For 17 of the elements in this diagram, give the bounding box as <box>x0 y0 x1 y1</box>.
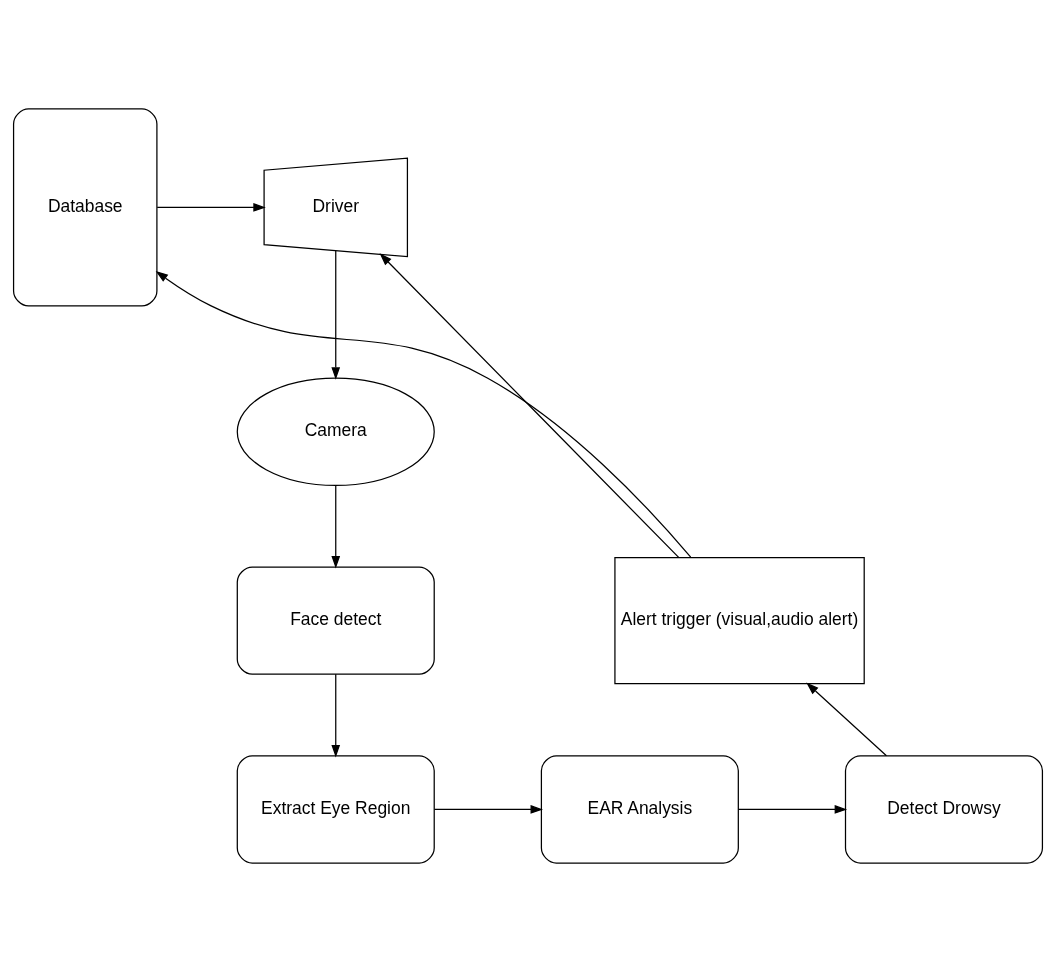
arrow <box>155 270 692 558</box>
node-box: EAR Analysis <box>540 755 739 864</box>
node-box: Alert trigger (visual,audio alert) <box>614 557 865 685</box>
arrow <box>331 484 341 569</box>
arrow <box>379 253 680 559</box>
arrow <box>331 673 341 758</box>
arrow <box>806 682 888 757</box>
node-box: Driver <box>263 157 409 258</box>
arrow <box>331 250 341 380</box>
node-box: Face detect <box>236 566 435 675</box>
node-box: Detect Drowsy <box>844 755 1044 864</box>
node-box: Extract Eye Region <box>236 755 435 864</box>
node-ellipse: Camera <box>236 377 435 486</box>
arrow <box>156 203 266 212</box>
node-box: Database <box>12 108 158 307</box>
arrow <box>433 805 543 814</box>
arrow <box>737 805 848 814</box>
